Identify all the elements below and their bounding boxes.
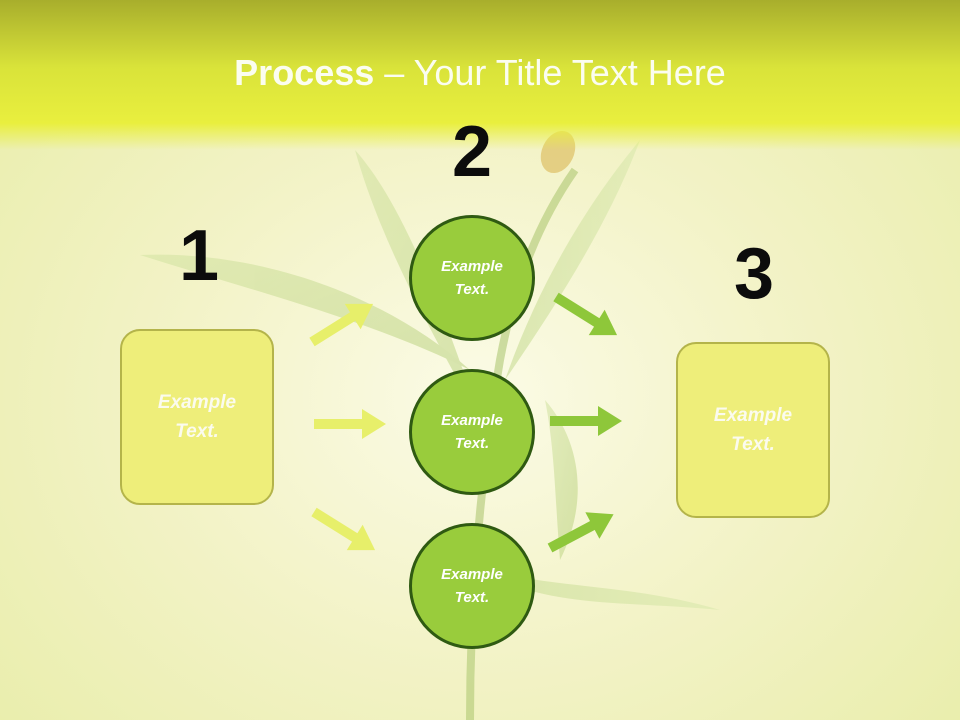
step-2-circle-top: Example Text. — [409, 215, 535, 341]
step-1-box: Example Text. — [120, 329, 274, 505]
arrow-bottom-to-3 — [542, 500, 621, 562]
circle-top-text: Example Text. — [441, 258, 503, 298]
step-3-text: Example Text. — [713, 405, 793, 455]
arrow-top-to-3 — [548, 284, 626, 348]
step-1-text: Example Text. — [157, 392, 237, 442]
circle-middle-text: Example Text. — [441, 412, 503, 452]
step-2-circle-middle: Example Text. — [409, 369, 535, 495]
circle-bottom-text: Example Text. — [441, 566, 503, 606]
arrow-1-to-middle — [314, 409, 386, 439]
arrow-1-to-bottom — [306, 499, 384, 563]
step-number-2: 2 — [451, 112, 493, 192]
step-number-1: 1 — [178, 216, 220, 296]
arrow-1-to-top — [304, 291, 382, 355]
title-bold: Process — [234, 52, 375, 93]
step-3-box: Example Text. — [676, 342, 830, 518]
arrow-middle-to-3 — [550, 406, 622, 436]
title-bar — [0, 0, 960, 150]
step-2-circle-bottom: Example Text. — [409, 523, 535, 649]
step-number-3: 3 — [733, 234, 775, 314]
title-rest: – Your Title Text Here — [374, 52, 726, 93]
page-title: Process – Your Title Text Here — [0, 52, 960, 94]
